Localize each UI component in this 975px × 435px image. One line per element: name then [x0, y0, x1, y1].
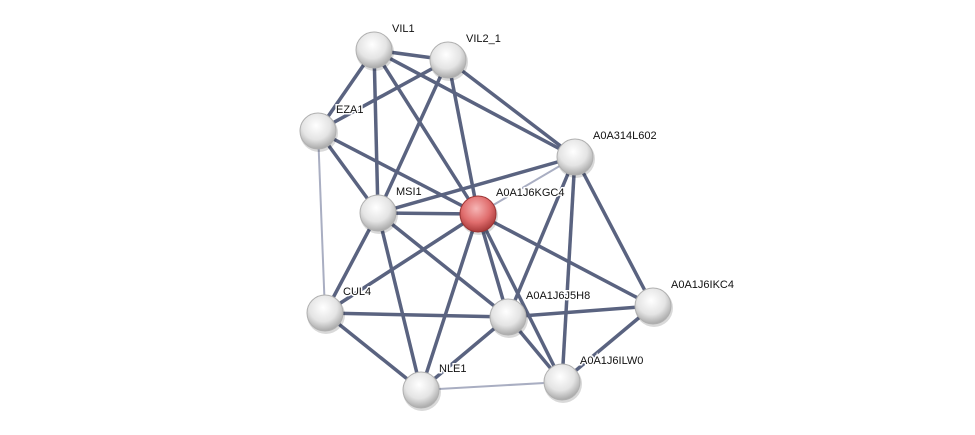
edges-layer — [316, 48, 655, 392]
node-sphere[interactable] — [543, 363, 581, 401]
node-sphere[interactable] — [459, 195, 497, 233]
edge-NLE1-A0A1J6ILW0[interactable] — [420, 381, 563, 391]
node-A0A1J6J5H8[interactable]: A0A1J6J5H8 — [489, 289, 592, 338]
node-VIL2_1[interactable]: VIL2_1 — [429, 32, 502, 81]
node-label: A0A314L602 — [593, 130, 657, 142]
edge-VIL2_1-MSI1[interactable] — [376, 59, 450, 214]
edge-VIL1-A0A314L602[interactable] — [373, 48, 576, 159]
edge-A0A1J6IKC4-A0A1J6ILW0[interactable] — [560, 304, 655, 384]
edge-A0A1J6KGC4-NLE1[interactable] — [419, 213, 480, 391]
edge-VIL2_1-A0A314L602[interactable] — [446, 58, 577, 159]
edge-VIL2_1-A0A1J6KGC4[interactable] — [446, 59, 480, 215]
node-label: CUL4 — [343, 286, 371, 298]
node-label: NLE1 — [439, 363, 467, 375]
node-sphere[interactable] — [429, 41, 467, 79]
node-CUL4[interactable]: CUL4 — [306, 285, 373, 334]
node-sphere[interactable] — [556, 138, 594, 176]
edge-VIL2_1-EZA1[interactable] — [317, 58, 449, 133]
node-sphere[interactable] — [306, 294, 344, 332]
node-MSI1[interactable]: MSI1 — [359, 185, 423, 234]
node-A0A1J6IKC4[interactable]: A0A1J6IKC4 — [634, 278, 735, 327]
edge-MSI1-A0A314L602[interactable] — [377, 155, 576, 215]
edge-VIL1-MSI1[interactable] — [372, 49, 380, 214]
edge-CUL4-A0A1J6J5H8[interactable] — [324, 311, 509, 319]
node-sphere[interactable] — [359, 194, 397, 232]
edge-A0A1J6KGC4-A0A1J6ILW0[interactable] — [476, 213, 564, 383]
node-A0A1J6ILW0[interactable]: A0A1J6ILW0 — [543, 354, 645, 403]
node-sphere[interactable] — [634, 287, 672, 325]
node-VIL1[interactable]: VIL1 — [355, 22, 416, 71]
node-label: A0A1J6IKC4 — [671, 279, 734, 291]
edge-A0A1J6J5H8-NLE1[interactable] — [419, 315, 510, 392]
node-EZA1[interactable]: EZA1 — [299, 103, 365, 152]
node-label: EZA1 — [336, 104, 364, 116]
node-NLE1[interactable]: NLE1 — [402, 362, 468, 411]
node-label: MSI1 — [396, 186, 422, 198]
node-A0A314L602[interactable]: A0A314L602 — [556, 129, 658, 178]
edge-VIL1-A0A1J6KGC4[interactable] — [372, 49, 480, 215]
edge-EZA1-CUL4[interactable] — [317, 130, 326, 314]
edge-A0A314L602-A0A1J6ILW0[interactable] — [560, 156, 577, 383]
node-label: VIL2_1 — [466, 33, 501, 45]
edge-EZA1-A0A1J6KGC4[interactable] — [317, 129, 479, 216]
node-label: A0A1J6ILW0 — [580, 355, 643, 367]
node-sphere[interactable] — [299, 112, 337, 150]
node-label: A0A1J6J5H8 — [526, 290, 590, 302]
edge-A0A1J6KGC4-A0A1J6IKC4[interactable] — [477, 212, 654, 308]
node-sphere[interactable] — [489, 298, 527, 336]
edge-MSI1-CUL4[interactable] — [323, 212, 380, 314]
edge-A0A314L602-A0A1J6J5H8[interactable] — [506, 156, 577, 318]
edge-A0A314L602-A0A1J6IKC4[interactable] — [573, 156, 655, 307]
edge-A0A1J6J5H8-A0A1J6IKC4[interactable] — [507, 304, 654, 319]
node-sphere[interactable] — [355, 31, 393, 69]
edge-CUL4-NLE1[interactable] — [323, 311, 423, 392]
node-label: VIL1 — [392, 23, 415, 35]
node-sphere[interactable] — [402, 371, 440, 409]
node-A0A1J6KGC4[interactable]: A0A1J6KGC4 — [459, 186, 566, 235]
node-label: A0A1J6KGC4 — [496, 187, 564, 199]
edge-A0A1J6KGC4-CUL4[interactable] — [324, 212, 479, 315]
edge-MSI1-A0A1J6J5H8[interactable] — [376, 211, 510, 319]
edge-MSI1-NLE1[interactable] — [376, 212, 423, 391]
edge-A0A1J6KGC4-A0A314L602[interactable] — [477, 156, 576, 215]
